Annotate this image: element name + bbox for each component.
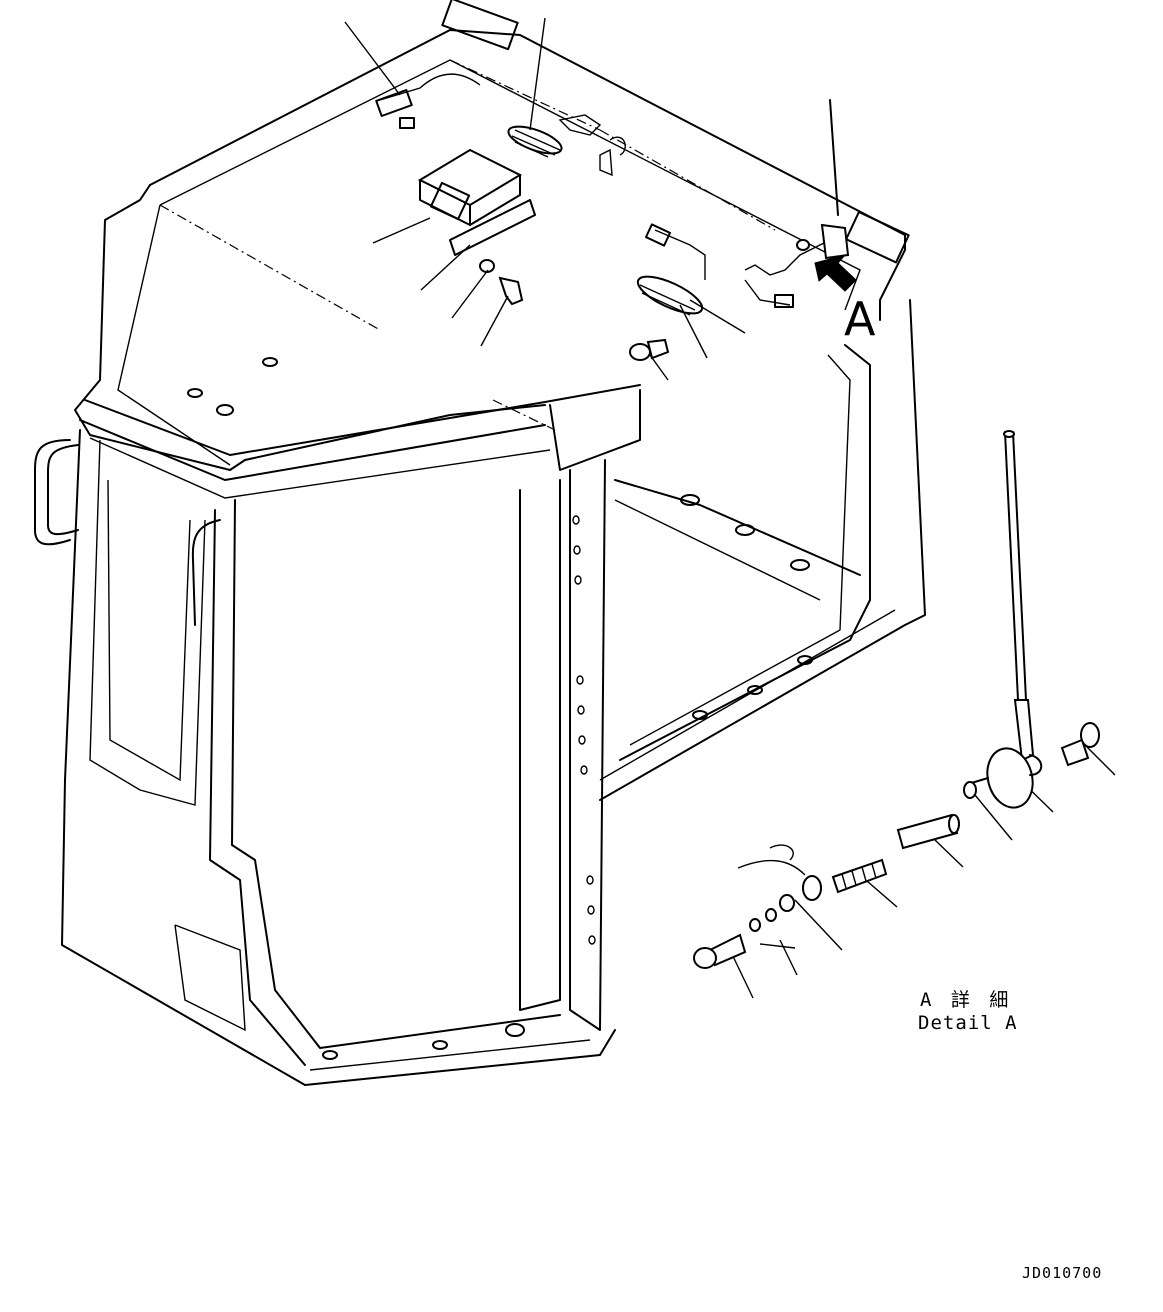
leader-lines <box>344 17 1116 999</box>
speaker-grille-2 <box>639 284 696 316</box>
stud-thread <box>841 863 877 889</box>
drawing-code: JD010700 <box>1022 1264 1103 1282</box>
detail-a <box>693 430 1100 969</box>
cab-frame <box>34 299 926 1086</box>
roof-components <box>375 73 850 361</box>
view-label-a: A <box>844 292 876 346</box>
cab-roof <box>74 0 910 499</box>
arrow-up-left-icon <box>814 254 857 292</box>
pillar-holes <box>572 515 596 945</box>
detail-caption-english: Detail A <box>918 1012 1018 1034</box>
speaker-grille <box>511 129 561 158</box>
detail-caption-japanese: A 詳 細 <box>920 989 1013 1011</box>
